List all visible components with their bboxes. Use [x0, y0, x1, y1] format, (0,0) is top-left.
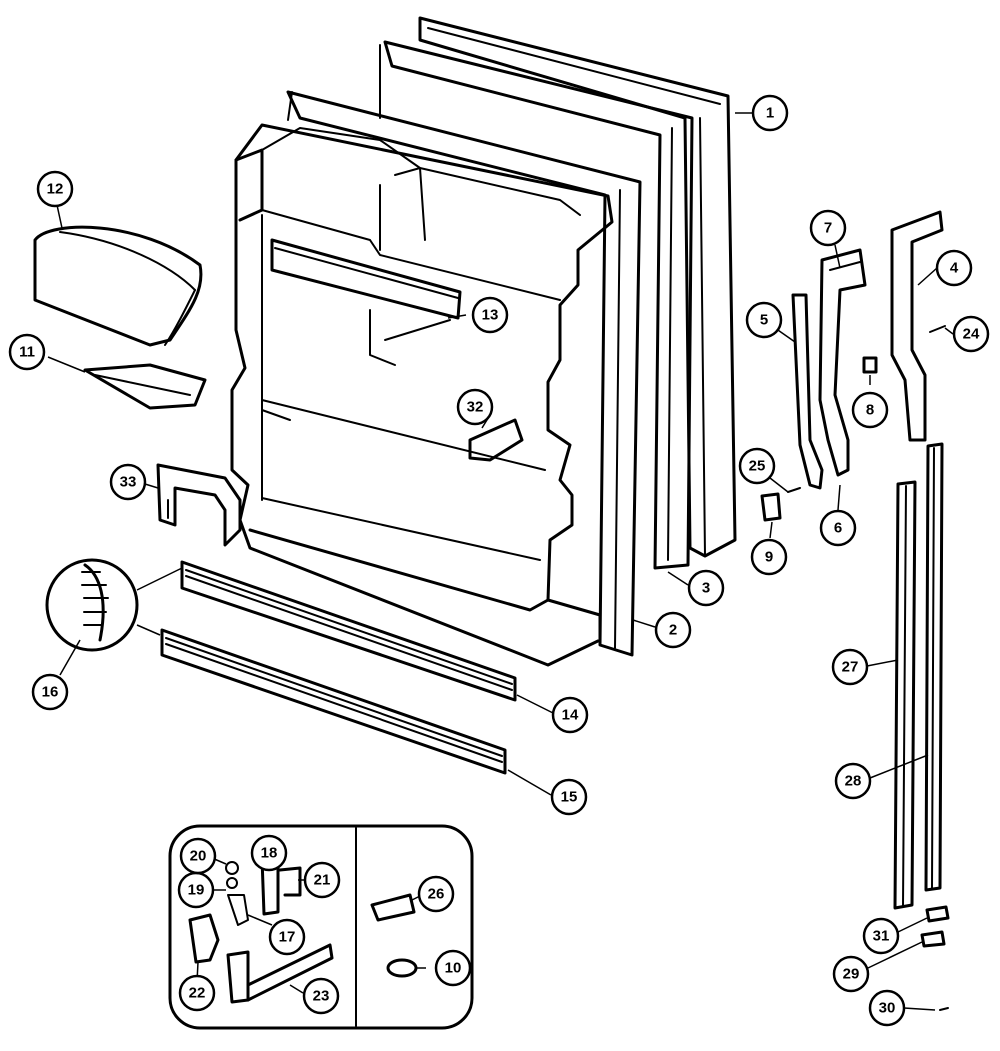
part-inner-door-liner	[230, 123, 614, 667]
part-door-liner-frame	[286, 90, 642, 657]
svg-text:32: 32	[467, 399, 484, 416]
callout-30: 30	[868, 989, 906, 1027]
part-door-gasket	[379, 40, 694, 570]
part-outer-door-panel	[418, 16, 737, 558]
svg-text:17: 17	[279, 929, 296, 946]
callout-8: 8	[851, 391, 889, 429]
svg-text:21: 21	[314, 872, 331, 889]
callout-7: 7	[809, 209, 847, 247]
svg-text:10: 10	[445, 960, 462, 977]
callout-16: 16	[31, 673, 69, 711]
callout-13: 13	[471, 296, 509, 334]
callout-14: 14	[551, 696, 589, 734]
svg-text:19: 19	[188, 882, 205, 899]
svg-text:1: 1	[766, 105, 774, 122]
callout-10: 10	[434, 949, 472, 987]
svg-text:9: 9	[765, 549, 773, 566]
part-screw-top	[929, 325, 946, 333]
svg-text:8: 8	[866, 402, 874, 419]
svg-text:15: 15	[561, 789, 578, 806]
svg-text:13: 13	[482, 307, 499, 324]
callout-32: 32	[456, 388, 494, 426]
svg-text:14: 14	[562, 707, 579, 724]
callout-27: 27	[831, 648, 869, 686]
callout-23: 23	[302, 977, 340, 1015]
svg-text:28: 28	[845, 773, 862, 790]
part-hinge-arm-left	[791, 293, 824, 490]
part-small-bracket	[760, 487, 801, 522]
callout-31: 31	[862, 917, 900, 955]
svg-text:4: 4	[950, 260, 959, 277]
callout-25: 25	[738, 447, 776, 485]
callout-18: 18	[250, 834, 288, 872]
part-bottom-door-bar	[160, 628, 507, 775]
callout-5: 5	[745, 301, 783, 339]
callout-33: 33	[109, 463, 147, 501]
svg-text:11: 11	[19, 344, 35, 361]
svg-text:24: 24	[963, 326, 980, 343]
callout-12: 12	[36, 170, 74, 208]
part-lower-door-bar	[180, 560, 517, 702]
part-small-hardware	[920, 905, 950, 1011]
svg-text:33: 33	[120, 474, 137, 491]
svg-text:12: 12	[47, 181, 64, 198]
svg-text:22: 22	[189, 985, 206, 1002]
part-door-clip	[468, 418, 524, 462]
part-top-hinge	[890, 210, 944, 442]
part-nut	[862, 356, 878, 374]
callout-4: 4	[935, 249, 973, 287]
svg-text:30: 30	[879, 1000, 896, 1017]
callout-2: 2	[654, 611, 692, 649]
svg-text:26: 26	[428, 886, 445, 903]
svg-text:7: 7	[824, 220, 832, 237]
svg-text:20: 20	[190, 848, 207, 865]
svg-text:25: 25	[749, 458, 766, 475]
svg-text:2: 2	[669, 622, 677, 639]
callout-1: 1	[751, 94, 789, 132]
svg-text:27: 27	[842, 659, 859, 676]
callout-11: 11	[8, 333, 46, 371]
callout-9: 9	[750, 538, 788, 576]
callout-29: 29	[832, 955, 870, 993]
svg-text:31: 31	[873, 928, 890, 945]
part-trim-strip-right	[924, 442, 944, 892]
callout-26: 26	[417, 875, 455, 913]
callout-28: 28	[834, 762, 872, 800]
svg-text:3: 3	[702, 580, 710, 597]
part-trim-strip-left	[893, 480, 917, 910]
svg-text:6: 6	[834, 520, 842, 537]
svg-text:23: 23	[313, 988, 330, 1005]
callout-22: 22	[178, 974, 216, 1012]
callout-24: 24	[952, 315, 990, 353]
svg-text:5: 5	[760, 312, 768, 329]
callout-3: 3	[687, 569, 725, 607]
callout-17: 17	[268, 918, 306, 956]
callout-6: 6	[819, 509, 857, 547]
part-dairy-tray	[83, 363, 207, 410]
part-hinge-arm-right	[818, 248, 867, 477]
svg-text:29: 29	[843, 966, 860, 983]
part-hinge-bracket	[156, 463, 242, 547]
part-dairy-cover	[33, 225, 203, 347]
callout-21: 21	[303, 861, 341, 899]
part-detail-magnifier	[45, 558, 183, 652]
callout-19: 19	[177, 871, 215, 909]
svg-text:18: 18	[261, 845, 278, 862]
callout-20: 20	[179, 837, 217, 875]
svg-text:16: 16	[42, 684, 59, 701]
callout-15: 15	[550, 778, 588, 816]
part-door-shelf-bar	[270, 238, 462, 366]
